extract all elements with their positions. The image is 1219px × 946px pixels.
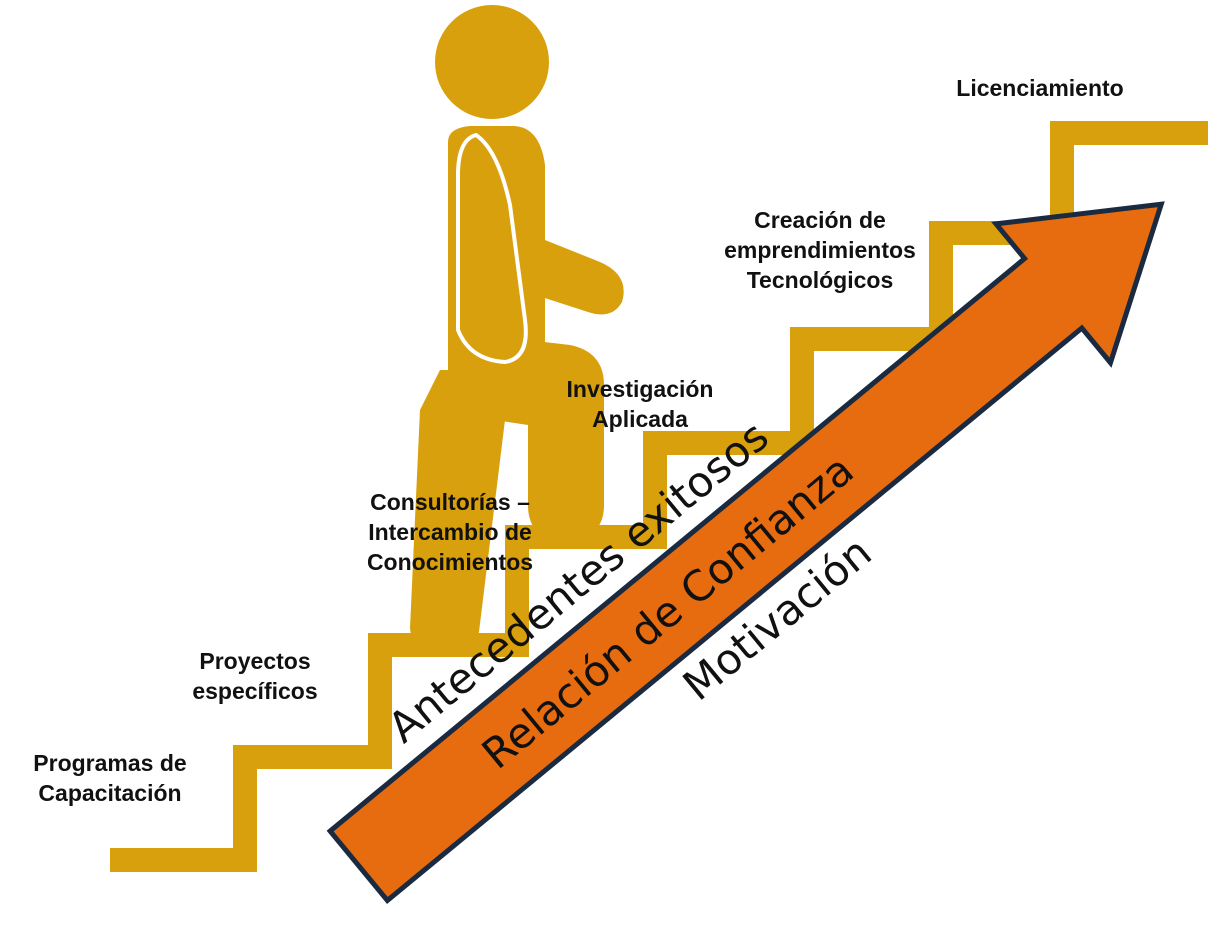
person-head (435, 5, 549, 119)
step-line: Licenciamiento (956, 75, 1124, 101)
step-line: Proyectos (199, 648, 311, 674)
step-line: Aplicada (592, 406, 688, 432)
step-line: Conocimientos (366, 549, 534, 575)
person-front-leg (485, 335, 604, 540)
step-line: Intercambio de (368, 519, 532, 545)
step-label-creacion: Creación de emprendimientos Tecnológicos (700, 205, 940, 295)
person-climbing-icon (410, 5, 624, 656)
progress-arrow-shape (326, 201, 1165, 905)
step-line: Programas de (33, 750, 187, 776)
step-line: Tecnológicos (746, 267, 894, 293)
step-line: Capacitación (38, 780, 182, 806)
step-label-capacitacion: Programas de Capacitación (10, 748, 210, 808)
step-line: emprendimientos (724, 237, 916, 263)
person-back-arm (456, 132, 528, 365)
step-label-proyectos: Proyectos específicos (165, 646, 345, 706)
step-label-investigacion: Investigación Aplicada (540, 374, 740, 434)
step-line: Investigación (566, 376, 714, 402)
step-label-consultorias: Consultorías – Intercambio de Conocimien… (340, 487, 560, 577)
person-back-leg (410, 370, 520, 656)
step-label-licenciamiento: Licenciamiento (935, 73, 1145, 103)
step-line: Creación de (754, 207, 886, 233)
step-line: Consultorías – (370, 489, 530, 515)
person-front-arm (520, 232, 624, 315)
step-line: específicos (192, 678, 318, 704)
